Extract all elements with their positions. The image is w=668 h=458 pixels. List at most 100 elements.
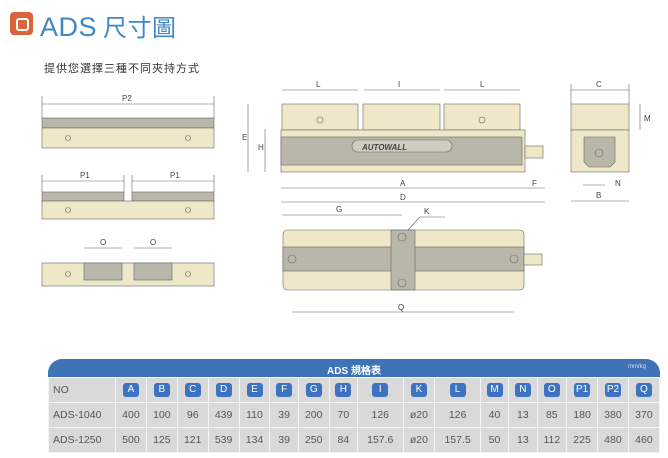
value-cell: 96 <box>176 402 209 428</box>
value-cell: 125 <box>145 427 178 453</box>
value-cell: 50 <box>479 427 510 453</box>
value-cell: ø20 <box>402 427 436 453</box>
value-cell: 39 <box>269 402 299 428</box>
c-label: C <box>596 80 602 89</box>
value-cell: 84 <box>328 427 359 453</box>
column-header: H <box>328 377 359 403</box>
column-badge: P2 <box>604 383 622 397</box>
column-badge: K <box>410 383 427 397</box>
column-badge: E <box>246 383 263 397</box>
column-badge: L <box>449 383 466 397</box>
column-header: P2 <box>597 377 629 403</box>
value-cell: 380 <box>597 402 629 428</box>
value-cell: 480 <box>597 427 629 453</box>
front-view: L I L AUTOWALL E H A F D <box>242 80 545 203</box>
clamp-view-o: O O <box>41 238 215 287</box>
i-label: I <box>398 80 400 89</box>
value-cell: 110 <box>238 402 271 428</box>
title-cn: 尺寸圖 <box>103 14 177 42</box>
column-header: I <box>357 377 404 403</box>
value-cell: 157.5 <box>434 427 481 453</box>
spec-table-header: ADS 規格表 mm/kg <box>48 359 660 377</box>
column-badge: D <box>215 383 232 397</box>
column-badge: P1 <box>573 383 591 397</box>
value-cell: 157.6 <box>357 427 404 453</box>
b-label: B <box>596 191 601 200</box>
value-cell: 13 <box>508 427 538 453</box>
value-cell: 70 <box>328 402 359 428</box>
h-label: H <box>258 143 264 152</box>
f-label: F <box>532 179 537 188</box>
column-header: F <box>269 377 299 403</box>
l-label-1: L <box>316 80 321 89</box>
column-header: O <box>536 377 568 403</box>
e-label: E <box>242 133 247 142</box>
p1-label-left: P1 <box>80 171 90 180</box>
column-badge: C <box>184 383 201 397</box>
subtitle: 提供您選擇三種不同夾持方式 <box>44 62 200 75</box>
title-text: ADS <box>40 12 98 42</box>
column-header: G <box>297 377 330 403</box>
clamp-view-p2: P2 <box>41 94 215 149</box>
value-cell: 100 <box>145 402 178 428</box>
value-cell: 180 <box>566 402 598 428</box>
column-badge: M <box>486 383 503 397</box>
value-cell: 40 <box>479 402 510 428</box>
column-badge: I <box>372 383 389 397</box>
p2-label: P2 <box>122 94 132 103</box>
value-cell: ø20 <box>402 402 436 428</box>
spec-table-unit: mm/kg <box>628 364 646 370</box>
column-badge: N <box>514 383 531 397</box>
n-label: N <box>615 179 621 188</box>
m-label: M <box>644 114 651 123</box>
column-header: D <box>207 377 240 403</box>
column-header: A <box>115 377 147 403</box>
brand-logo: AUTOWALL <box>361 143 407 152</box>
g-label: G <box>336 205 342 214</box>
column-badge: B <box>153 383 170 397</box>
k-label: K <box>424 207 430 216</box>
a-label: A <box>400 179 406 188</box>
column-badge: A <box>122 383 139 397</box>
value-cell: 250 <box>297 427 330 453</box>
column-header: L <box>434 377 481 403</box>
o-label-left: O <box>100 238 106 247</box>
value-cell: 500 <box>115 427 147 453</box>
l-label-2: L <box>480 80 485 89</box>
column-header: M <box>479 377 510 403</box>
clamp-view-p1: P1 P1 <box>41 171 215 220</box>
value-cell: 121 <box>176 427 209 453</box>
model-cell: ADS-1040 <box>48 402 116 428</box>
spec-table-title: ADS 規格表 <box>327 366 381 377</box>
value-cell: 112 <box>536 427 568 453</box>
value-cell: 39 <box>269 427 299 453</box>
value-cell: 400 <box>115 402 147 428</box>
value-cell: 126 <box>434 402 481 428</box>
value-cell: 370 <box>627 402 661 428</box>
value-cell: 539 <box>207 427 240 453</box>
column-header: NO <box>48 377 116 403</box>
side-view: C M N B <box>570 80 651 202</box>
value-cell: 85 <box>536 402 568 428</box>
column-badge: H <box>335 383 352 397</box>
column-header: E <box>238 377 271 403</box>
o-label-right: O <box>150 238 156 247</box>
column-header: B <box>145 377 178 403</box>
q-label: Q <box>398 303 404 312</box>
column-header: K <box>402 377 436 403</box>
column-badge: Q <box>635 383 652 397</box>
column-badge: G <box>305 383 322 397</box>
value-cell: 225 <box>566 427 598 453</box>
dimension-drawings: P2 P1 P1 O O L I L AUTOWALL E H A F D C <box>41 80 651 313</box>
column-badge: F <box>276 383 293 397</box>
logo-icon <box>10 12 33 35</box>
value-cell: 460 <box>627 427 661 453</box>
column-header: N <box>508 377 538 403</box>
